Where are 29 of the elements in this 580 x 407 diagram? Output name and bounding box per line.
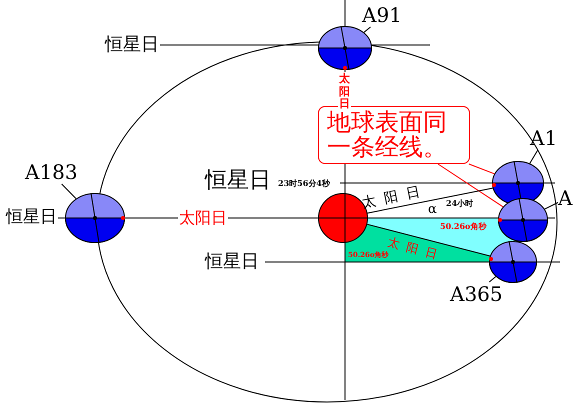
leader-line xyxy=(468,164,495,174)
text-label: α xyxy=(428,203,437,216)
earth-circle xyxy=(498,198,548,242)
text-label: 恒星日 xyxy=(6,209,57,226)
earth-circle xyxy=(65,193,125,243)
leader-line xyxy=(438,164,504,208)
text-label: 24小时 xyxy=(446,199,474,207)
text-label: 23时56分4秒 xyxy=(278,179,330,187)
leader-line xyxy=(364,26,371,33)
ray-line xyxy=(367,188,494,214)
text-label: 恒星日 xyxy=(205,170,271,192)
point-label: A365 xyxy=(450,282,500,306)
leader-line xyxy=(488,276,496,282)
leader-line xyxy=(61,184,76,200)
point-label: A1 xyxy=(530,126,560,150)
text-label: 50.26o角秒 xyxy=(440,222,486,230)
text-label: 恒星日 xyxy=(205,253,259,271)
edge-label: 太阳日 xyxy=(360,184,430,210)
leader-line xyxy=(544,202,558,210)
earth-circle xyxy=(318,26,372,70)
earth-circle xyxy=(489,241,537,283)
ray-line xyxy=(366,224,490,256)
text-label: 太阳日 xyxy=(178,209,228,227)
text-label: 太阳日 xyxy=(338,72,351,112)
point-label: A91 xyxy=(362,3,408,27)
point-label: A183 xyxy=(25,160,75,184)
leader-line xyxy=(529,150,538,164)
text-label: 恒星日 xyxy=(105,36,159,54)
point-label: A xyxy=(558,186,576,210)
